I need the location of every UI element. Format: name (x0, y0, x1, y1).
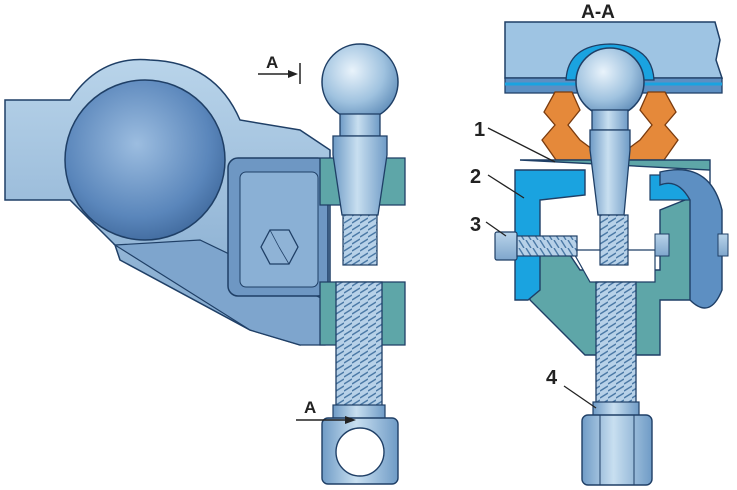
svg-text:3: 3 (470, 214, 481, 236)
clamp-bolt-head (494, 231, 518, 261)
arm-sphere (64, 79, 226, 241)
callout-3: 3 (470, 214, 507, 237)
section-view: A-A (470, 2, 729, 486)
svg-text:4: 4 (546, 367, 558, 389)
force-screw (595, 281, 637, 408)
ball-stud-taper (332, 135, 388, 216)
dust-boot (541, 91, 679, 161)
left-view: A A (4, 43, 406, 485)
force-screw-left (335, 281, 383, 411)
ball-stud-thread (342, 214, 378, 266)
nut-hole (335, 427, 385, 477)
clamp-bolt (516, 235, 578, 257)
ball-stud-ball-section (575, 47, 645, 117)
section-title: A-A (581, 2, 615, 23)
svg-text:2: 2 (470, 166, 481, 188)
force-screw-nut (581, 414, 653, 486)
ball-stud-neck-section (591, 109, 629, 131)
lever-arm-section (659, 168, 723, 309)
force-screw-collar-left (332, 404, 386, 420)
callout-2: 2 (470, 166, 525, 199)
ball-stud-taper-section (589, 129, 631, 216)
callout-4: 4 (546, 367, 597, 409)
section-mark-top: A (266, 53, 278, 72)
ball-stud-neck (339, 113, 381, 137)
callout-1: 1 (474, 119, 556, 163)
force-screw-collar (592, 401, 640, 417)
section-mark-bottom: A (304, 398, 316, 417)
ball-stud-ball (321, 43, 399, 121)
ball-stud-thread-section (599, 214, 629, 266)
svg-text:1: 1 (474, 119, 485, 141)
